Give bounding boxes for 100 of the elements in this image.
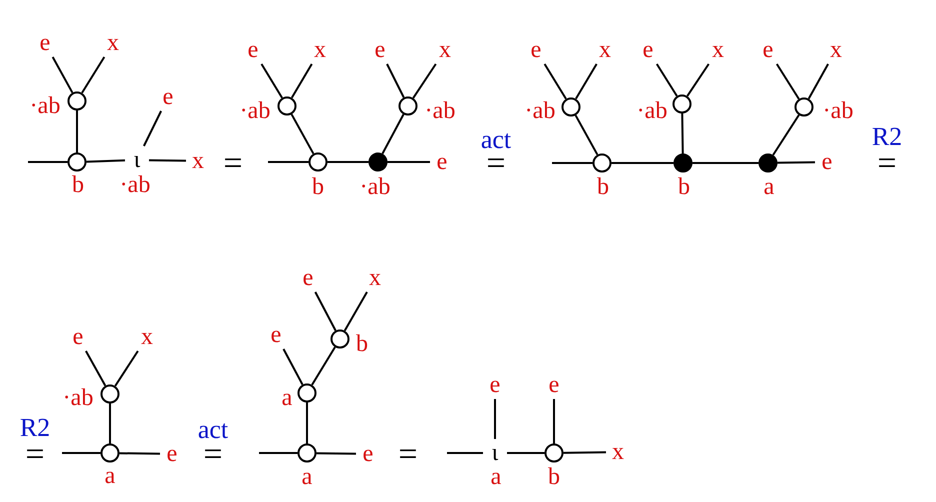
open-circle bbox=[100, 444, 120, 462]
node-label: ·ab bbox=[822, 99, 854, 123]
node-label: a bbox=[104, 464, 116, 488]
wire-line bbox=[148, 159, 186, 162]
wire-line bbox=[507, 452, 544, 454]
wire-label: e bbox=[362, 442, 374, 466]
wire-line bbox=[328, 161, 368, 163]
wire-label: x bbox=[439, 38, 451, 62]
wire-label: e bbox=[270, 323, 282, 347]
node-label: b bbox=[72, 173, 84, 197]
node-label: ·ab bbox=[62, 386, 94, 410]
node-label: ·ab bbox=[636, 99, 668, 123]
wire-line bbox=[311, 346, 336, 386]
node-label: ·ab bbox=[240, 99, 270, 123]
wire-line bbox=[260, 63, 283, 98]
node-symbol: ι bbox=[492, 441, 498, 465]
wire-line bbox=[808, 64, 829, 100]
wire-label: x bbox=[369, 266, 381, 290]
wire-label: x bbox=[192, 149, 204, 173]
wire-line bbox=[494, 399, 496, 439]
open-circle bbox=[562, 98, 580, 116]
wire-line bbox=[544, 63, 567, 100]
wire-line bbox=[143, 110, 162, 146]
wire-label: e bbox=[642, 38, 654, 62]
wire-label: e bbox=[436, 150, 448, 174]
wire-line bbox=[62, 452, 100, 454]
wire-line bbox=[447, 452, 483, 454]
filled-circle bbox=[674, 154, 692, 172]
node-label: b bbox=[548, 465, 560, 489]
node-label: a bbox=[282, 386, 292, 410]
wire-line bbox=[656, 63, 678, 97]
wire-line bbox=[314, 292, 336, 332]
rule-label: R2 bbox=[872, 124, 902, 150]
open-circle bbox=[308, 152, 328, 172]
equals-sign: = bbox=[877, 147, 897, 181]
wire-line bbox=[81, 56, 106, 94]
equals-sign: = bbox=[223, 147, 243, 181]
wire-line bbox=[681, 113, 684, 154]
wire-line bbox=[306, 402, 308, 444]
wire-line bbox=[28, 161, 68, 163]
wire-label: x bbox=[830, 38, 842, 62]
wire-line bbox=[268, 161, 308, 163]
wire-line bbox=[552, 162, 592, 164]
wire-label: x bbox=[599, 38, 611, 62]
equals-sign: = bbox=[398, 438, 418, 472]
wire-label: x bbox=[107, 31, 119, 55]
wire-line bbox=[119, 452, 160, 455]
node-label: ·ab bbox=[360, 175, 390, 199]
wire-line bbox=[109, 404, 111, 444]
wire-line bbox=[382, 114, 404, 154]
node-symbol: ι bbox=[134, 148, 140, 172]
open-circle bbox=[544, 444, 564, 462]
wire-line bbox=[114, 350, 139, 387]
wire-line bbox=[386, 64, 405, 98]
wire-line bbox=[86, 159, 126, 163]
rule-label: R2 bbox=[20, 415, 50, 441]
wire-label: e bbox=[530, 38, 542, 62]
wire-label: e bbox=[40, 31, 50, 55]
open-circle bbox=[794, 98, 814, 116]
open-circle bbox=[330, 330, 350, 348]
node-label: a bbox=[302, 465, 312, 489]
open-circle bbox=[398, 96, 418, 116]
node-label: b bbox=[597, 175, 609, 199]
node-label: a bbox=[490, 465, 502, 489]
wire-line bbox=[574, 114, 598, 156]
open-circle bbox=[100, 384, 120, 404]
wire-label: e bbox=[490, 373, 500, 397]
wire-label: e bbox=[166, 442, 178, 466]
equals-sign: = bbox=[25, 438, 45, 472]
wire-line bbox=[290, 64, 313, 98]
open-circle bbox=[278, 96, 296, 116]
node-label: b bbox=[678, 175, 690, 199]
wire-line bbox=[686, 63, 710, 97]
wire-label: e bbox=[162, 85, 174, 109]
node-label: ·ab bbox=[424, 99, 456, 123]
wire-line bbox=[692, 162, 758, 164]
wire-line bbox=[344, 292, 368, 332]
wire-label: x bbox=[712, 38, 724, 62]
wire-line bbox=[259, 452, 298, 454]
node-label: b bbox=[312, 175, 324, 199]
wire-line bbox=[777, 161, 816, 164]
node-label: b bbox=[356, 332, 368, 356]
open-circle bbox=[68, 152, 86, 172]
wire-label: e bbox=[248, 38, 258, 62]
open-circle bbox=[298, 384, 316, 402]
wire-line bbox=[553, 399, 555, 444]
wire-line bbox=[290, 114, 314, 154]
wire-label: x bbox=[141, 325, 153, 349]
wire-line bbox=[76, 110, 78, 152]
wire-label: e bbox=[72, 325, 84, 349]
filled-circle bbox=[758, 154, 778, 172]
wire-line bbox=[85, 350, 106, 386]
node-label: ·ab bbox=[524, 99, 556, 123]
wire-line bbox=[575, 63, 598, 100]
wire-line bbox=[316, 452, 356, 455]
wire-label: e bbox=[302, 266, 314, 290]
node-label: a bbox=[764, 175, 774, 199]
wire-line bbox=[412, 63, 437, 99]
open-circle bbox=[592, 154, 612, 172]
wire-label: e bbox=[762, 38, 774, 62]
